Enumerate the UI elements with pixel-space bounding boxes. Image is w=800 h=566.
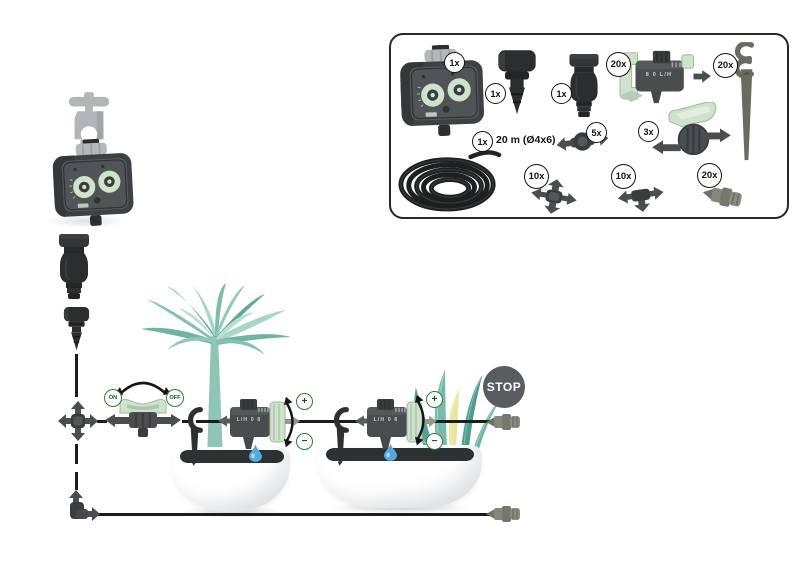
drip-line-bottom [98, 513, 490, 516]
supply-line-vertical-2 [74, 444, 78, 490]
plus-label: + [301, 396, 308, 407]
supply-line-vertical-1 [74, 354, 78, 397]
drip-line-top [196, 420, 492, 423]
qty-label: 20x [701, 170, 718, 181]
dripper1-flow-text: L/H 0 8 [236, 417, 262, 423]
qty-badge-water-timer: 1x [444, 52, 465, 73]
qty-badge-end-plug: 20x [697, 163, 722, 188]
water-drop-icon-2 [384, 443, 397, 461]
qty-label: 20x [610, 59, 627, 70]
dripper1-plus-badge: + [296, 393, 313, 410]
kit-tube-adapter-icon [566, 54, 602, 118]
stake-icon-1 [184, 406, 207, 466]
qty-badge-cross-connector: 10x [524, 164, 549, 189]
qty-badge-stake: 20x [713, 53, 738, 78]
dripper2-flow-text: L/H 0 8 [373, 417, 399, 423]
minus-label: − [431, 436, 438, 447]
stake-icon-2 [330, 406, 353, 466]
qty-badge-straight-connector: 5x [586, 122, 607, 143]
qty-label: 1x [556, 88, 567, 99]
kit-valve-icon [652, 102, 731, 159]
qty-label: 1x [477, 136, 488, 147]
stop-badge: STOP [483, 366, 525, 408]
plus-label: + [431, 394, 438, 405]
off-badge: OFF [166, 389, 184, 407]
qty-label: 10x [615, 171, 632, 182]
qty-badge-dripper: 20x [606, 52, 631, 77]
qty-label: 1x [490, 88, 501, 99]
end-plug-icon-top [486, 412, 522, 432]
qty-badge-valve: 3x [638, 121, 659, 142]
end-plug-icon-bottom [486, 504, 522, 524]
qty-label: 3x [643, 126, 654, 137]
dripper-flow-text: 8 0 L/H [645, 72, 673, 78]
elbow-connector-icon [64, 490, 100, 526]
kit-water-timer-icon [397, 44, 486, 138]
qty-label: 5x [591, 127, 602, 138]
qty-label: 1x [449, 57, 460, 68]
qty-badge-hose: 1x [472, 131, 493, 152]
tube-adapter-icon [56, 234, 92, 300]
dripper2-plus-badge: + [426, 391, 443, 408]
hose-length-label: 20 m (Ø4x6) [496, 134, 556, 146]
kit-tap-adapter-icon [497, 50, 537, 117]
qty-label: 20x [717, 60, 734, 71]
off-label: OFF [169, 395, 181, 401]
dripper2-minus-badge: − [426, 433, 443, 450]
qty-badge-tube-adapter: 1x [551, 83, 572, 104]
stop-label: STOP [486, 380, 522, 394]
on-label: ON [108, 395, 118, 401]
supply-line-dash-a [97, 420, 110, 423]
water-timer-icon [50, 137, 136, 228]
on-badge: ON [104, 389, 122, 407]
valve-rotate-arrow-icon [115, 380, 171, 396]
timer-shadow [44, 214, 128, 228]
qty-badge-tap-adapter: 1x [485, 83, 506, 104]
cross-connector-icon [58, 401, 98, 441]
dripper1-minus-badge: − [296, 433, 313, 450]
water-drop-icon-1 [249, 444, 262, 462]
qty-badge-tee-connector: 10x [611, 164, 636, 189]
minus-label: − [301, 436, 308, 447]
qty-label: 10x [528, 171, 545, 182]
kit-hose-coil-icon [396, 147, 502, 214]
soil-2 [326, 448, 474, 461]
tap-adapter-icon [63, 307, 90, 352]
